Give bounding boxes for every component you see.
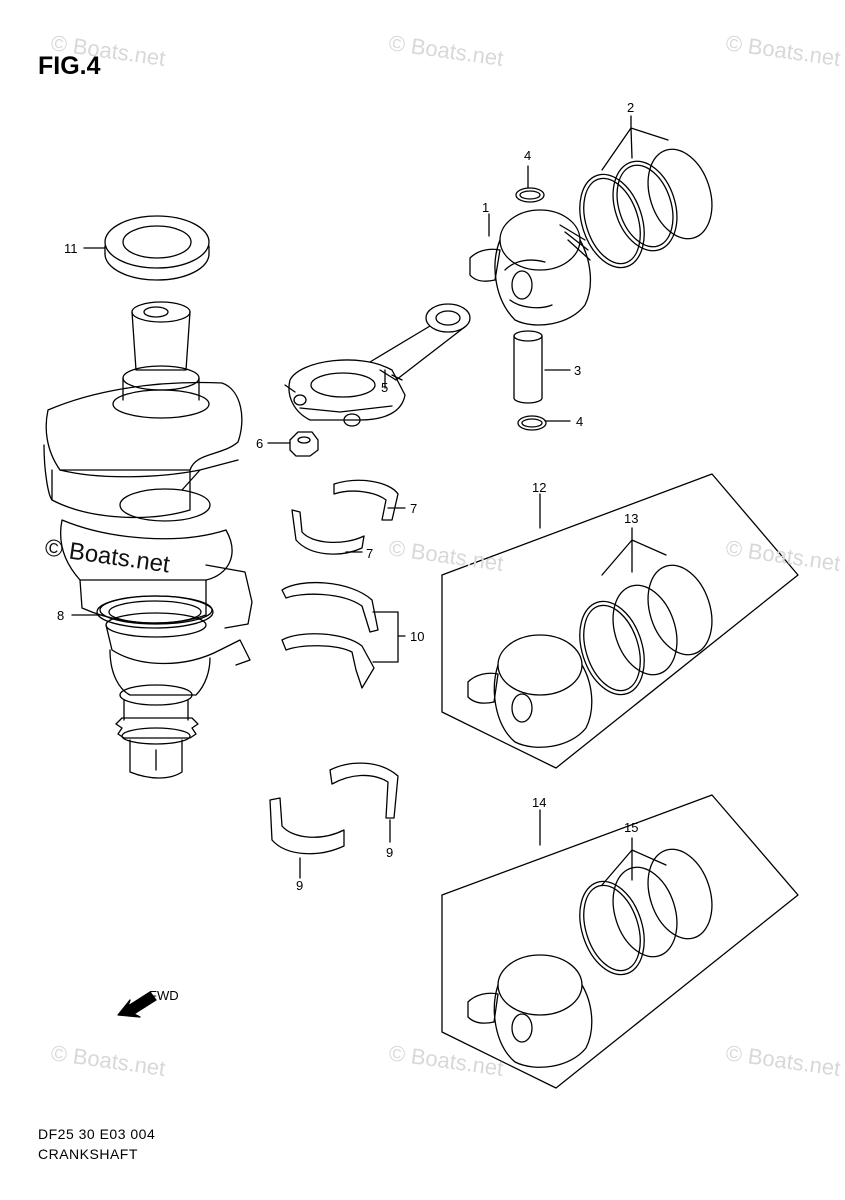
crank-bearing-upper[interactable] xyxy=(329,762,399,819)
fwd-arrow xyxy=(117,991,157,1018)
thrust-bearing-lower[interactable] xyxy=(281,633,375,689)
callout-12: 12 xyxy=(532,480,546,495)
thrust-bearing-upper[interactable] xyxy=(281,582,379,633)
piston-set-oversize-1[interactable] xyxy=(441,473,799,769)
oil-seal[interactable] xyxy=(104,215,210,281)
watermark: © Boats.net xyxy=(49,30,167,71)
piston-pin[interactable] xyxy=(513,330,543,404)
callout-4-top: 4 xyxy=(524,148,531,163)
piston[interactable] xyxy=(469,209,592,326)
watermark: © Boats.net xyxy=(387,1040,505,1081)
callout-3: 3 xyxy=(574,363,581,378)
figure-title: FIG.4 xyxy=(38,52,101,80)
piston-rings[interactable] xyxy=(569,141,723,276)
callout-7-upper: 7 xyxy=(410,501,417,516)
footer-diagram-code: DF25 30 E03 004 xyxy=(38,1126,156,1142)
circlip-upper[interactable] xyxy=(515,187,545,203)
watermark: © Boats.net xyxy=(724,535,842,576)
callout-6: 6 xyxy=(256,436,263,451)
callout-14: 14 xyxy=(532,795,546,810)
fwd-label: FWD xyxy=(149,988,179,1003)
callout-5: 5 xyxy=(381,380,388,395)
callout-1: 1 xyxy=(482,200,489,215)
crankshaft[interactable] xyxy=(43,301,253,779)
watermark: © Boats.net xyxy=(724,1040,842,1081)
callout-10: 10 xyxy=(410,629,424,644)
callout-13: 13 xyxy=(624,511,638,526)
callout-9-right: 9 xyxy=(386,845,393,860)
connecting-rod[interactable] xyxy=(284,303,471,427)
watermark: © Boats.net xyxy=(387,535,505,576)
callout-9-left: 9 xyxy=(296,878,303,893)
callout-labels: 1 2 3 4 4 5 6 7 7 8 9 9 10 11 12 13 14 1… xyxy=(57,100,638,893)
conrod-bearing-lower[interactable] xyxy=(291,509,365,555)
con-rod-nut[interactable] xyxy=(289,431,319,457)
watermark: © Boats.net xyxy=(387,30,505,71)
footer-diagram-name: CRANKSHAFT xyxy=(38,1146,138,1162)
callout-15: 15 xyxy=(624,820,638,835)
callout-4-bottom: 4 xyxy=(576,414,583,429)
crank-bearing-lower[interactable] xyxy=(269,797,345,855)
main-bearing[interactable] xyxy=(96,595,214,629)
watermark: © Boats.net xyxy=(724,30,842,71)
leader-lines xyxy=(71,115,669,886)
piston-set-oversize-2[interactable] xyxy=(441,794,799,1089)
callout-11: 11 xyxy=(64,241,78,256)
callout-8: 8 xyxy=(57,608,64,623)
circlip-lower[interactable] xyxy=(517,415,547,431)
watermark: © Boats.net xyxy=(49,1040,167,1081)
callout-2: 2 xyxy=(627,100,634,115)
watermark-dark: © Boats.net xyxy=(43,534,172,578)
callout-7-lower: 7 xyxy=(366,546,373,561)
conrod-bearing-upper[interactable] xyxy=(333,479,399,521)
